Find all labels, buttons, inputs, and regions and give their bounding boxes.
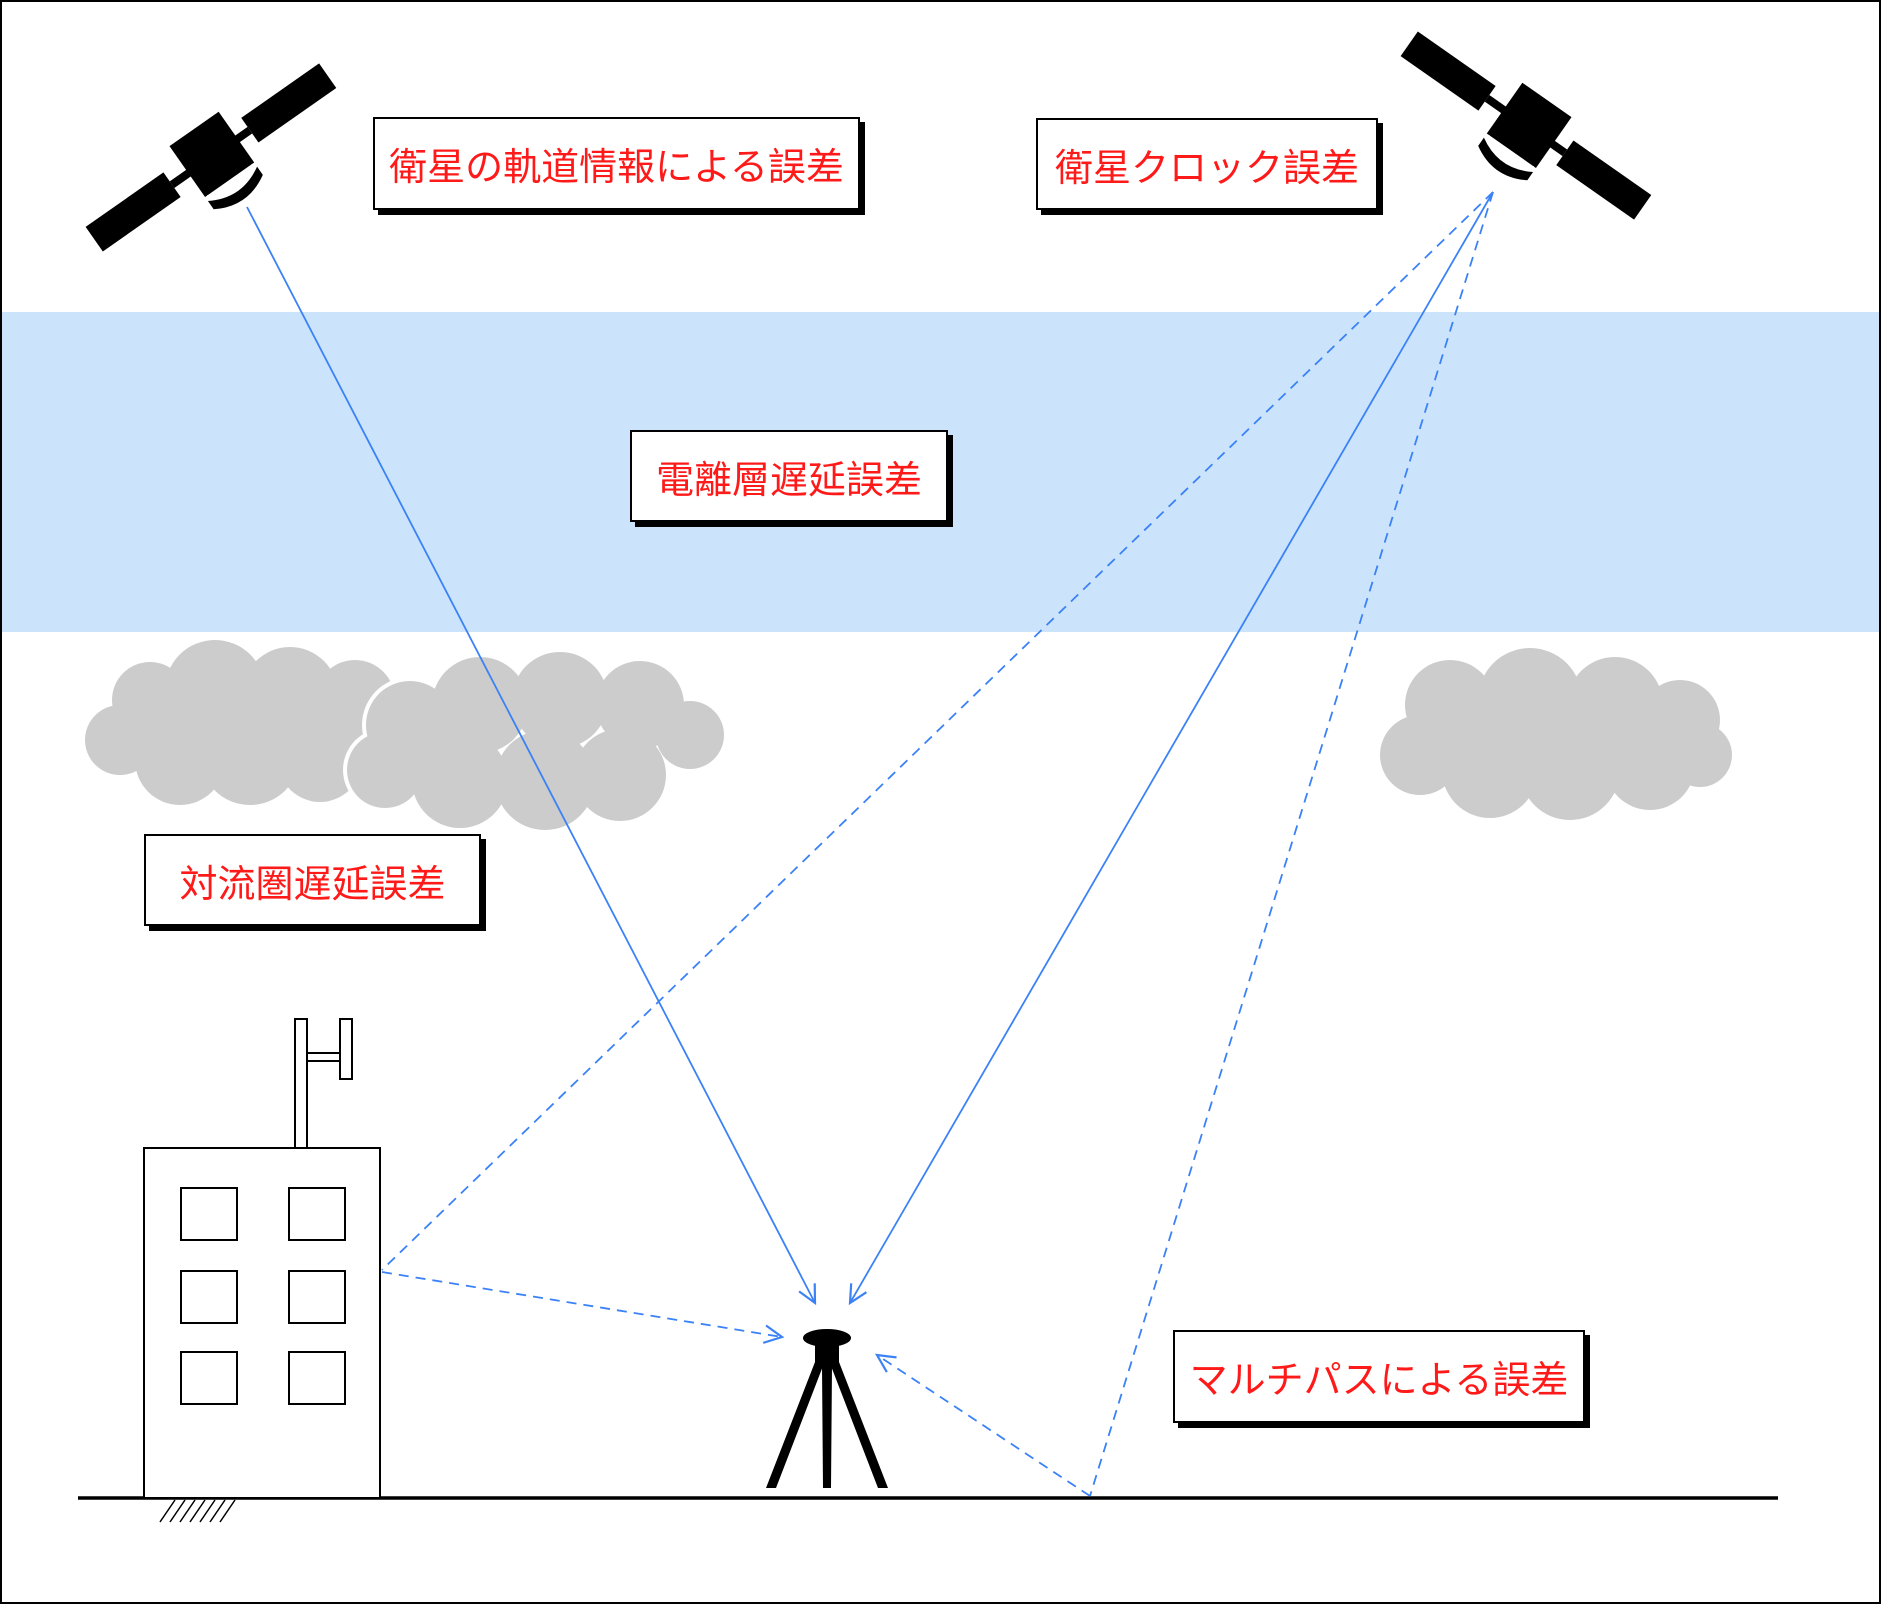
clock-error-label: 衛星クロック誤差 — [1036, 118, 1378, 210]
clock-error-text: 衛星クロック誤差 — [1054, 145, 1359, 190]
cloud-icon-right — [1380, 648, 1732, 820]
signal-paths — [246, 191, 1494, 1497]
multipath-signal-to-building — [381, 191, 1494, 1271]
satellite-icon-left — [85, 63, 337, 252]
orbit-error-text: 衛星の軌道情報による誤差 — [389, 145, 844, 189]
multipath-reflected-from-ground — [877, 1355, 1091, 1497]
orbit-error-label: 衛星の軌道情報による誤差 — [373, 117, 860, 210]
multipath-signal-to-ground — [1089, 191, 1494, 1497]
cloud-icon-middle — [343, 648, 728, 834]
antenna-icon — [294, 1018, 353, 1149]
multipath-error-text: マルチパスによる誤差 — [1189, 1358, 1569, 1402]
multipath-error-label: マルチパスによる誤差 — [1173, 1330, 1585, 1423]
satellite-icon-right — [1400, 31, 1652, 220]
troposphere-error-text: 対流圏遅延誤差 — [179, 861, 446, 906]
ionosphere-error-text: 電離層遅延誤差 — [655, 457, 922, 502]
troposphere-error-label: 対流圏遅延誤差 — [144, 834, 481, 926]
direct-signal-left — [246, 206, 815, 1303]
building-icon — [143, 1147, 381, 1523]
gnss-receiver-tripod-icon — [766, 1329, 888, 1488]
ionosphere-error-label: 電離層遅延誤差 — [630, 430, 948, 522]
direct-signal-right — [850, 191, 1494, 1303]
